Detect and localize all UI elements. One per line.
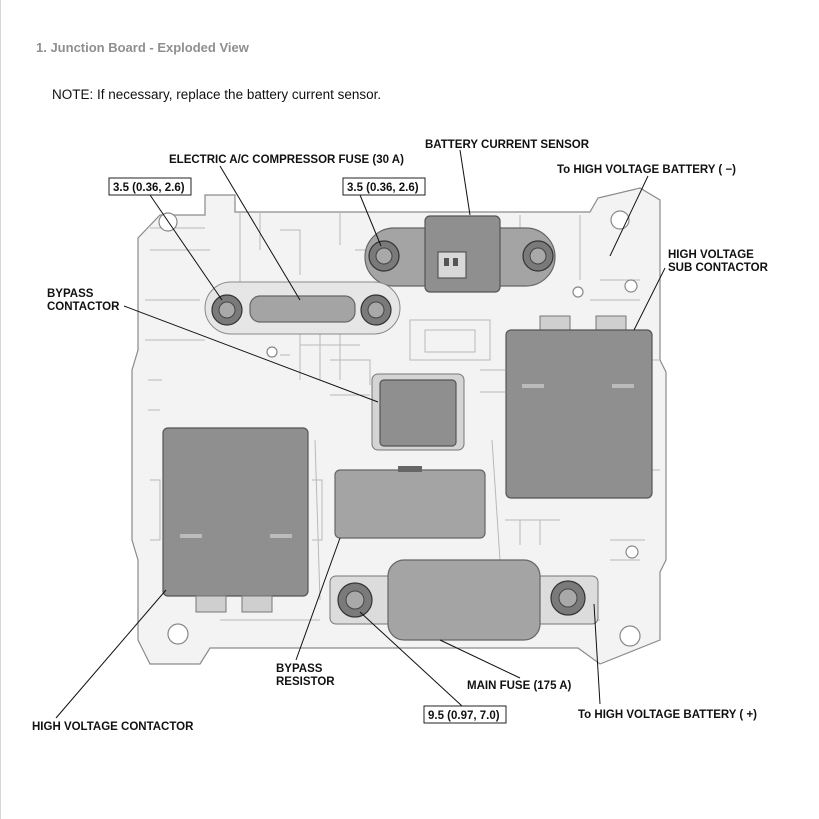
main-fuse	[329, 559, 599, 641]
torque-box-compressor-fuse: 3.5 (0.36, 2.6)	[108, 177, 192, 196]
label-hv-sub-contactor-line1: HIGH VOLTAGE	[668, 249, 754, 261]
label-main-fuse: MAIN FUSE (175 A)	[467, 680, 572, 692]
hv-contactor	[162, 427, 309, 613]
torque-box-main-fuse: 9.5 (0.97, 7.0)	[423, 705, 507, 724]
label-bypass-contactor-line2: CONTACTOR	[47, 301, 120, 313]
label-hv-sub-contactor-line2: SUB CONTACTOR	[668, 262, 769, 274]
label-bypass-resistor-line1: BYPASS	[276, 663, 323, 675]
torque-sensor-bolt: 3.5 (0.36, 2.6)	[347, 182, 419, 194]
fuse-bolt-left	[211, 294, 243, 326]
fuse-bolt-right	[360, 294, 392, 326]
label-to-hv-battery-neg: To HIGH VOLTAGE BATTERY ( −)	[557, 164, 736, 176]
label-compressor-fuse: ELECTRIC A/C COMPRESSOR FUSE (30 A)	[169, 154, 404, 166]
hv-sub-contactor	[505, 315, 653, 499]
sensor-bolt-left	[368, 240, 400, 272]
label-battery-current-sensor: BATTERY CURRENT SENSOR	[425, 139, 590, 151]
torque-main-fuse-bolt: 9.5 (0.97, 7.0)	[428, 710, 500, 722]
label-to-hv-battery-pos: To HIGH VOLTAGE BATTERY ( +)	[578, 709, 757, 721]
battery-current-sensor	[364, 215, 556, 293]
label-bypass-contactor-line1: BYPASS	[47, 288, 94, 300]
main-fuse-bolt-left	[337, 582, 373, 618]
bypass-contactor	[371, 373, 465, 451]
main-fuse-bolt-right	[550, 580, 586, 616]
leader-lines	[55, 149, 666, 719]
note-text: NOTE: If necessary, replace the battery …	[52, 87, 382, 102]
torque-box-sensor: 3.5 (0.36, 2.6)	[342, 177, 426, 196]
label-bypass-resistor-line2: RESISTOR	[276, 676, 335, 688]
page-left-rule	[0, 0, 1, 819]
torque-compressor-fuse-bolt: 3.5 (0.36, 2.6)	[113, 182, 185, 194]
label-hv-contactor: HIGH VOLTAGE CONTACTOR	[32, 721, 194, 733]
compressor-fuse	[204, 281, 401, 335]
bypass-resistor	[334, 466, 486, 539]
sensor-bolt-right	[522, 240, 554, 272]
section-title: 1. Junction Board - Exploded View	[36, 40, 249, 55]
